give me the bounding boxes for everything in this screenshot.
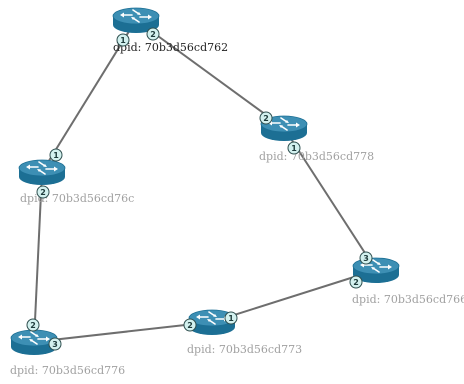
switch-node-s762[interactable]: dpid: 70b3d56cd762: [112, 7, 228, 54]
switch-node-s778[interactable]: dpid: 70b3d56cd778: [259, 115, 374, 163]
port-badge-s762-1: 1: [116, 33, 130, 47]
port-circle: [146, 27, 160, 41]
port-number: 1: [53, 151, 59, 160]
port-number: 1: [228, 314, 234, 323]
links-layer: [33, 19, 377, 343]
switch-node-s766[interactable]: dpid: 70b3d56cd766: [352, 257, 464, 306]
port-circle: [349, 275, 363, 289]
switch-node-s776[interactable]: dpid: 70b3d56cd776: [10, 329, 125, 377]
port-number: 1: [120, 36, 126, 45]
ports-layer: 1 1 2 2 1 3 2 1 2 3 2 2: [26, 27, 373, 351]
port-circle: [259, 111, 273, 125]
port-circle: [49, 148, 63, 162]
port-badge-s766-3: 3: [359, 251, 373, 265]
dpid-label: dpid: 70b3d56cd762: [113, 41, 228, 54]
port-circle: [48, 337, 62, 351]
port-circle: [36, 185, 50, 199]
switch-node-s773[interactable]: dpid: 70b3d56cd773: [187, 309, 302, 356]
port-number: 2: [150, 30, 156, 39]
link-s773-s776[interactable]: [33, 321, 213, 343]
port-circle: [116, 33, 130, 47]
port-badge-s76c-2: 2: [36, 185, 50, 199]
port-badge-s762-2: 2: [146, 27, 160, 41]
port-badge-s773-2: 2: [183, 318, 197, 332]
port-circle: [183, 318, 197, 332]
switches-layer: dpid: 70b3d56cd762 dpid: 70b3d56cd778 dpid…: [10, 7, 464, 377]
link-s776-s76c[interactable]: [33, 171, 43, 343]
port-badge-s778-2: 2: [259, 111, 273, 125]
port-number: 2: [353, 278, 359, 287]
dpid-label: dpid: 70b3d56cd778: [259, 150, 374, 163]
port-badge-s773-1: 1: [224, 311, 238, 325]
port-circle: [287, 141, 301, 155]
router-icon[interactable]: [18, 159, 66, 186]
port-badge-s776-3: 3: [48, 337, 62, 351]
port-number: 1: [291, 144, 297, 153]
dpid-label: dpid: 70b3d56cd776: [10, 364, 125, 377]
port-number: 3: [363, 254, 369, 263]
port-number: 2: [187, 321, 193, 330]
link-s766-s773[interactable]: [211, 269, 377, 323]
port-number: 2: [40, 188, 46, 197]
port-number: 2: [30, 321, 36, 330]
port-circle: [26, 318, 40, 332]
dpid-label: dpid: 70b3d56cd766: [352, 293, 464, 306]
port-badge-s76c-1: 1: [49, 148, 63, 162]
port-circle: [359, 251, 373, 265]
switch-node-s76c[interactable]: dpid: 70b3d56cd76c: [18, 159, 134, 205]
port-number: 3: [52, 340, 58, 349]
port-badge-s776-2: 2: [26, 318, 40, 332]
dpid-label: dpid: 70b3d56cd773: [187, 343, 302, 356]
port-badge-s778-1: 1: [287, 141, 301, 155]
port-badge-s766-2: 2: [349, 275, 363, 289]
port-circle: [224, 311, 238, 325]
port-number: 2: [263, 114, 269, 123]
link-s762-s778[interactable]: [135, 19, 285, 129]
